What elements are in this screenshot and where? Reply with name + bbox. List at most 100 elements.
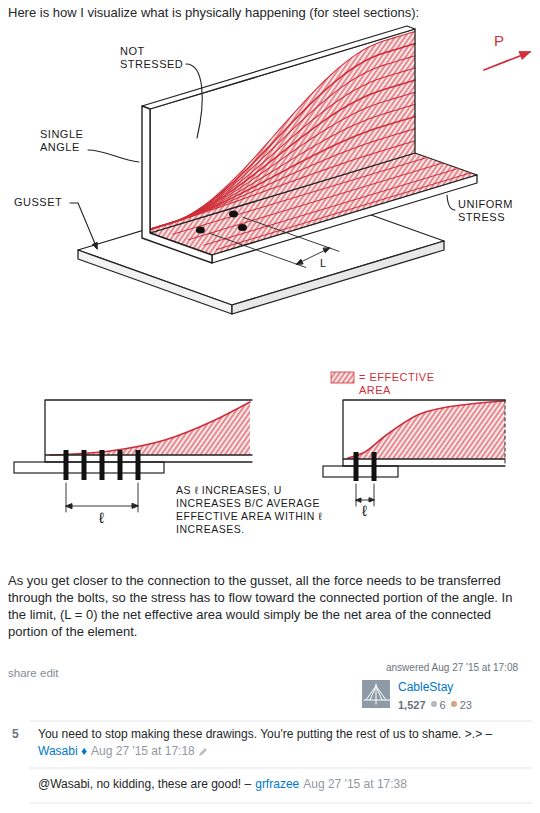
comment-score: 5 — [12, 727, 19, 741]
angle-end-section — [142, 106, 212, 263]
bolt — [238, 224, 247, 231]
stress-flow-line — [150, 56, 415, 229]
bolt — [100, 450, 105, 480]
comment-separator — [30, 768, 532, 769]
label-holder: GUSSET — [14, 196, 62, 209]
stress-flow-line — [150, 92, 415, 229]
comment-date: Aug 27 '15 at 17:18 — [91, 744, 195, 758]
comment-separator — [30, 803, 532, 804]
label-holder: NOT STRESSED — [120, 45, 190, 71]
comment-user: Wasabi ♦ — [38, 744, 87, 758]
legend-item: = EFFECTIVE AREA — [330, 371, 455, 397]
legend-swatch — [330, 371, 356, 385]
legend-label: = EFFECTIVE AREA — [359, 371, 455, 397]
edit-pencil-icon — [198, 747, 208, 757]
share-link: share — [8, 667, 37, 679]
inline-holder: Wasabi ♦ — [38, 744, 87, 758]
intro-text: Here is how I visualize what is physical… — [8, 4, 536, 21]
badge-count: 23 — [460, 699, 472, 711]
stress-flow-line — [150, 104, 415, 229]
inline-holder: 6 — [430, 695, 446, 712]
inline-holder: 1,527 — [398, 695, 426, 712]
stress-flow-line — [150, 80, 415, 229]
callout-label: GUSSET — [14, 196, 62, 209]
dimension-arrowhead — [356, 498, 361, 502]
label-holder: ℓ — [362, 502, 367, 519]
dimension-arrowhead — [66, 504, 72, 509]
extension-line — [210, 233, 306, 267]
label-holder: P — [494, 32, 505, 49]
bolt — [136, 450, 141, 480]
comment: You need to stop making these drawings. … — [38, 726, 532, 760]
badge-dot — [431, 701, 437, 707]
label-holder: As you get closer to the connection to t… — [8, 572, 534, 640]
bolt — [372, 452, 377, 481]
load-arrowhead — [519, 52, 530, 59]
comment-user: grfrazee — [255, 777, 299, 791]
effective-area — [50, 402, 250, 455]
user-avatar — [362, 680, 390, 708]
badge-dot — [451, 701, 457, 707]
angle-elevation — [343, 400, 505, 466]
legend-swatch-fill — [331, 372, 354, 383]
gusset-plate-elevation — [323, 466, 398, 477]
bolt — [118, 450, 123, 480]
bolt — [196, 227, 205, 234]
leader-line — [447, 195, 455, 210]
edit-pencil-shape — [199, 748, 207, 756]
dimension-label: ℓ — [99, 509, 104, 526]
reputation-row: 1,527 6 23 — [398, 697, 476, 712]
extension-line — [66, 483, 138, 512]
bolt — [229, 210, 238, 217]
bolt — [82, 450, 87, 480]
label-holder: edit — [40, 667, 59, 679]
badge-count: 6 — [440, 699, 446, 711]
dimension-label: L — [320, 257, 327, 270]
callout-label: SINGLE ANGLE — [40, 128, 98, 154]
edit-link: edit — [40, 667, 59, 679]
answer-text: As you get closer to the connection to t… — [8, 572, 534, 640]
effective-area — [150, 31, 415, 233]
load-arrow — [484, 52, 530, 70]
bolt — [354, 452, 359, 481]
callout-label: NOT STRESSED — [120, 45, 190, 71]
gusset-plate-elevation — [14, 462, 164, 473]
label-holder: ℓ — [99, 509, 104, 526]
inline-holder: @Wasabi, no kidding, these are good! – — [38, 777, 251, 791]
dimension-arrowhead — [369, 498, 374, 502]
label-holder: Here is how I visualize what is physical… — [8, 4, 536, 21]
inline-holder: Aug 27 '15 at 17:38 — [303, 777, 407, 791]
dimension-line — [66, 506, 138, 507]
label-holder: CableStay — [398, 680, 453, 694]
angle-vertical-leg-outline — [150, 29, 415, 233]
inline-holder: You need to stop making these drawings. … — [38, 727, 492, 741]
callout-label: UNIFORM STRESS — [458, 198, 526, 224]
dimension-label: ℓ — [362, 502, 367, 519]
extension-line — [243, 217, 339, 251]
inline-holder: Aug 27 '15 at 17:18 — [91, 744, 208, 758]
stress-boundary — [50, 402, 250, 455]
stress-flow-line — [150, 44, 415, 230]
angle-vertical-leg — [150, 29, 415, 233]
label-holder: share — [8, 667, 37, 679]
comment-separator — [30, 721, 532, 722]
stress-flow-line — [150, 31, 415, 229]
reputation: 1,527 — [398, 699, 426, 711]
label-holder: SINGLE ANGLE — [40, 128, 98, 154]
note-text: AS ℓ INCREASES, U INCREASES B/C AVERAGE … — [176, 484, 326, 536]
bolt — [64, 450, 69, 480]
leader-arrowhead — [92, 243, 97, 249]
gusset-plate-edge — [232, 241, 444, 314]
dimension-arrowhead — [297, 259, 303, 264]
break-line — [505, 400, 506, 466]
comment-text: @Wasabi, no kidding, these are good! – — [38, 777, 251, 791]
comment-date: Aug 27 '15 at 17:38 — [303, 777, 407, 791]
comment: @Wasabi, no kidding, these are good! – gr… — [38, 776, 532, 793]
angle-elevation — [45, 400, 252, 462]
effective-area — [348, 401, 505, 459]
label-holder: 5 — [12, 727, 19, 741]
label-holder: L — [320, 257, 327, 270]
leader-line — [88, 150, 139, 162]
